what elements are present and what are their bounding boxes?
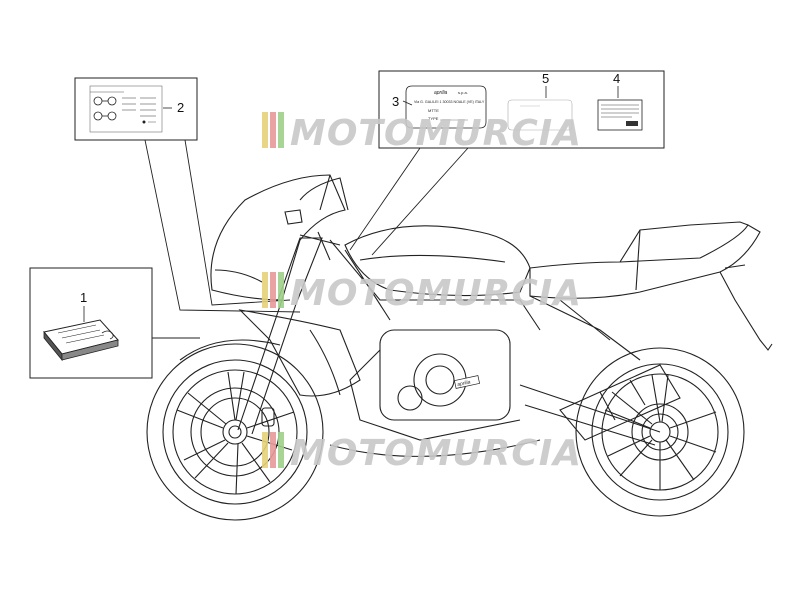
decal-brand-text: aprilia: [434, 90, 448, 96]
callout-3: 3: [392, 94, 399, 109]
decal-company-suffix: s.p.a.: [458, 90, 468, 95]
watermark-3: MOTOMURCIA: [262, 432, 582, 474]
watermark-group: MOTOMURCIA MOTOMURCIA MOTOMURCIA: [262, 112, 582, 474]
manual-box: [29, 267, 153, 379]
watermark-1: MOTOMURCIA: [262, 112, 582, 154]
callout-2: 2: [177, 100, 184, 115]
decal-mtte-text: MTTE: [428, 108, 439, 113]
watermark-text-3: MOTOMURCIA: [290, 433, 582, 474]
tyre-decal-box: [74, 77, 198, 141]
callout-1: 1: [80, 290, 87, 305]
fuel-tank: [344, 225, 531, 297]
warning-decal: [597, 99, 643, 131]
front-wheel: [146, 343, 324, 521]
engine: [379, 329, 511, 421]
exhaust: [559, 364, 681, 441]
owners-manual-icon: [43, 319, 119, 362]
callout-4: 4: [613, 71, 620, 86]
decal-address-text: Via G. GALILEI 1 30033 NOALE (VE) ITALY: [414, 100, 485, 104]
callout-5: 5: [542, 71, 549, 86]
watermark-2: MOTOMURCIA: [262, 272, 582, 314]
motorcycle-drawing: [146, 174, 773, 521]
decal-type-text: TYPE: [428, 116, 439, 121]
watermark-text-1: MOTOMURCIA: [290, 113, 582, 154]
manufacturer-decal: aprilia s.p.a. Via G. GALILEI 1 30033 NO…: [405, 85, 487, 129]
seat: [529, 224, 761, 299]
blank-decal: [507, 99, 573, 131]
decals-box: aprilia s.p.a. Via G. GALILEI 1 30033 NO…: [378, 70, 665, 149]
engine-brand-text: aprilia: [457, 379, 472, 388]
tyre-pressure-decal-icon: [89, 85, 163, 133]
leader-lines: [144, 139, 469, 339]
bike-decal-spots: aprilia: [454, 375, 480, 389]
watermark-text-2: MOTOMURCIA: [290, 273, 582, 314]
